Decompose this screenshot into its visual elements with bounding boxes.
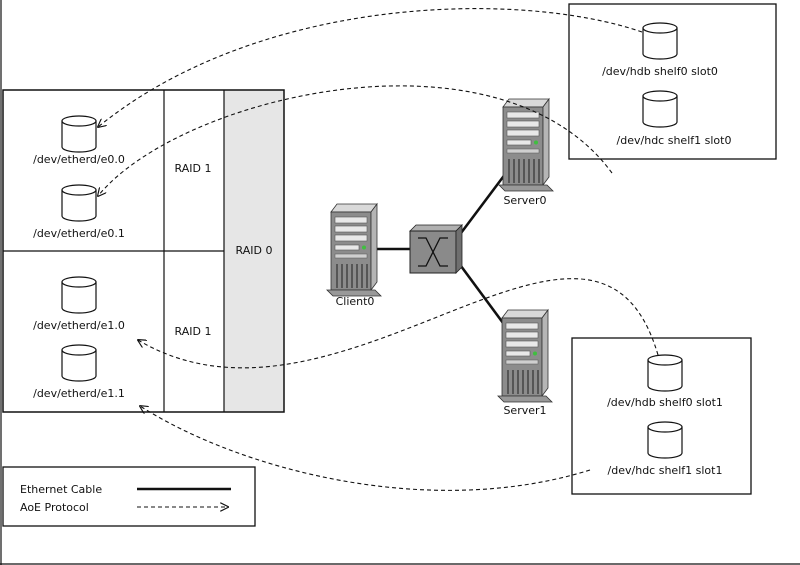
disk-e0-0-icon xyxy=(61,115,97,153)
disk-e1-1-icon xyxy=(61,344,97,382)
aoe-arc-hdb-slot1-e1-0 xyxy=(138,278,659,369)
aoe-arc-hdb-slot0-e0-0 xyxy=(98,8,643,127)
aoe-arc-hdc-slot1-e1-1 xyxy=(140,406,591,491)
device-e0-0-label: /dev/etherd/e0.0 xyxy=(33,153,125,166)
server1-server-icon xyxy=(497,309,553,403)
server1-disk-box xyxy=(571,337,752,495)
server1-hdb-label: /dev/hdb shelf0 slot1 xyxy=(607,396,723,409)
server0-server-icon xyxy=(498,98,554,192)
legend: Ethernet Cable AoE Protocol xyxy=(2,466,256,527)
legend-aoe-label: AoE Protocol xyxy=(20,501,89,514)
server1-disk-hdb-icon xyxy=(647,354,683,392)
server0-hdc-label: /dev/hdc shelf1 slot0 xyxy=(617,134,732,147)
device-e1-0-label: /dev/etherd/e1.0 xyxy=(33,319,125,332)
client0-label: Client0 xyxy=(336,295,375,308)
raid1-bottom-label: RAID 1 xyxy=(175,325,212,338)
client0-server-icon xyxy=(326,203,382,297)
server1-label: Server1 xyxy=(503,404,546,417)
disk-e0-1-icon xyxy=(61,184,97,222)
raid0-label: RAID 0 xyxy=(236,244,273,257)
server0-disk-hdc-icon xyxy=(642,90,678,128)
legend-ethernet-label: Ethernet Cable xyxy=(20,483,102,496)
cable-switch-server0 xyxy=(456,172,508,238)
raid0-panel xyxy=(224,90,284,412)
aoe-arc-hdc-slot0-e0-1 xyxy=(98,85,613,196)
network-switch-icon xyxy=(409,224,463,274)
server1-hdc-label: /dev/hdc shelf1 slot1 xyxy=(608,464,723,477)
disk-e1-0-icon xyxy=(61,276,97,314)
server0-disk-hdb-icon xyxy=(642,22,678,60)
server0-label: Server0 xyxy=(503,194,546,207)
cable-switch-server1 xyxy=(456,261,508,328)
device-e0-1-label: /dev/etherd/e0.1 xyxy=(33,227,125,240)
device-e1-1-label: /dev/etherd/e1.1 xyxy=(33,387,125,400)
server0-disk-box xyxy=(568,3,777,160)
server1-disk-hdc-icon xyxy=(647,421,683,459)
raid1-top-label: RAID 1 xyxy=(175,162,212,175)
server0-hdb-label: /dev/hdb shelf0 slot0 xyxy=(602,65,718,78)
